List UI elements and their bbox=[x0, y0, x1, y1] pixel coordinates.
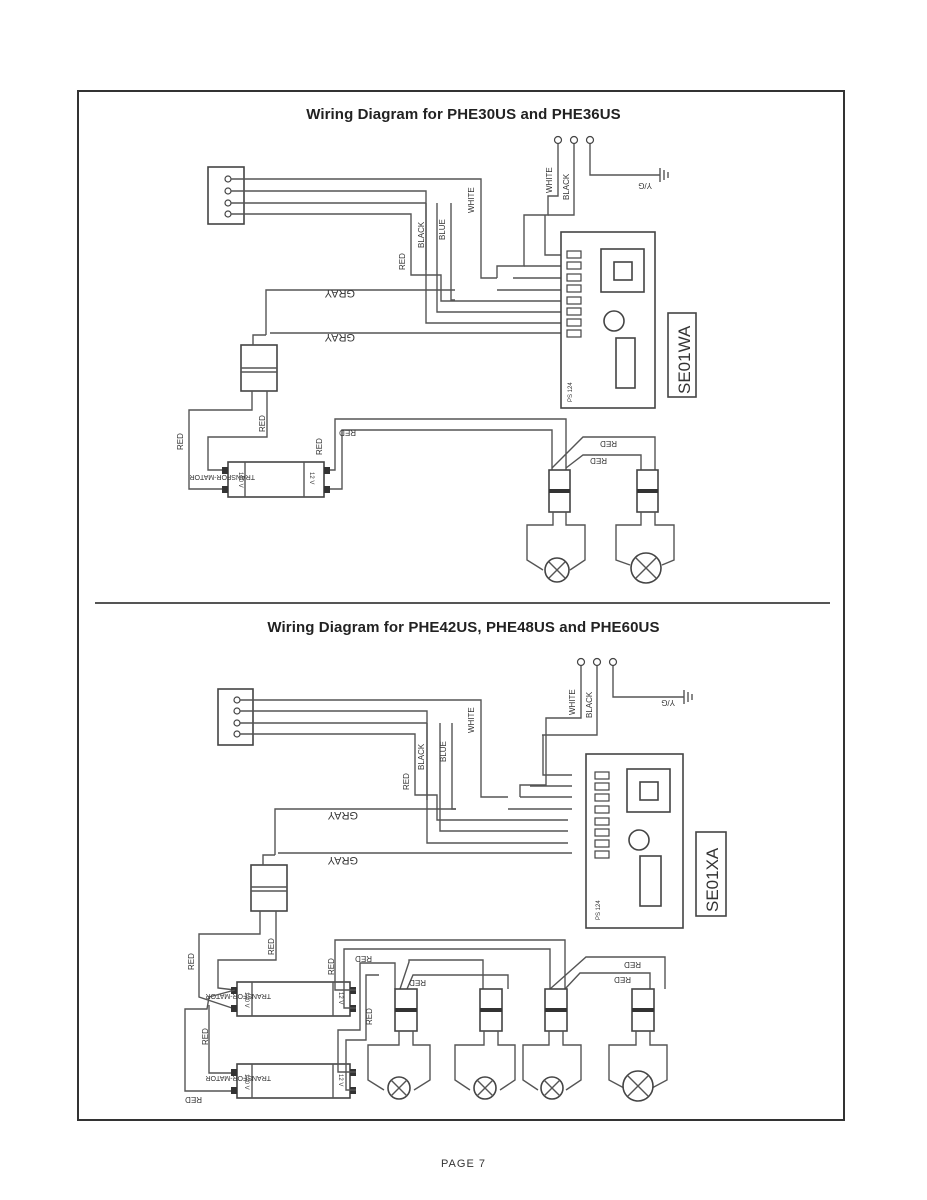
module-label-box: SE01XA bbox=[695, 831, 727, 917]
transformer-2: 120 V TRANSFOR-MATOR 12 V bbox=[206, 1063, 356, 1099]
wire-label-blue-mid: BLUE bbox=[439, 741, 448, 762]
power-terminals bbox=[508, 657, 693, 810]
red-wire-lamp-c bbox=[549, 956, 666, 990]
transformer-name: TRANSFOR-MATOR bbox=[206, 1074, 271, 1081]
wire-label-red-conn: RED bbox=[267, 938, 276, 955]
wire-label-red-out: RED bbox=[315, 438, 324, 455]
lamp-1 bbox=[367, 988, 431, 1100]
lamp-2 bbox=[615, 469, 675, 584]
diagram-2: WHITE BLACK Y/G WHITE BLACK BLUE RED GRA… bbox=[184, 657, 727, 1104]
wire-label-blue-mid: BLUE bbox=[438, 219, 447, 240]
wire-label-gray-1: GRAY bbox=[324, 287, 355, 299]
gray-wire-1 bbox=[265, 289, 455, 335]
board-label: PS 124 bbox=[596, 900, 602, 920]
red-wire-lamp-a bbox=[551, 436, 656, 470]
red-wire-bulb-feed bbox=[330, 429, 553, 490]
board-label: PS 124 bbox=[568, 382, 574, 402]
gray-connector bbox=[250, 854, 288, 912]
red-wire-lamp-b bbox=[565, 454, 642, 470]
wire-label-black-top: BLACK bbox=[585, 691, 594, 718]
transformer-output: 12 V bbox=[308, 472, 314, 484]
wire-label-ground: Y/G bbox=[638, 181, 652, 190]
red-wire-lower bbox=[208, 1005, 231, 1074]
red-wire-out-2 bbox=[343, 948, 551, 1009]
lamp-4 bbox=[608, 988, 668, 1102]
wire-label-red-lamp-a: RED bbox=[600, 439, 617, 448]
wire-label-gray-2: GRAY bbox=[327, 854, 358, 866]
wire-label-red-mid: RED bbox=[398, 253, 407, 270]
diagram-1: WHITE BLACK Y/G WHITE BLACK BLUE RED GRA… bbox=[176, 135, 697, 584]
wire-label-red-out-2: RED bbox=[365, 1008, 374, 1025]
switch-wires bbox=[231, 178, 563, 324]
section-divider bbox=[95, 602, 830, 604]
lamp-2 bbox=[454, 988, 516, 1100]
transformer-input: 120 V bbox=[243, 992, 249, 1008]
wire-label-red-left: RED bbox=[176, 433, 185, 450]
transformer-name: TRANSFOR-MATOR bbox=[190, 473, 255, 480]
gray-wire-1 bbox=[274, 808, 456, 855]
wire-label-white-top: WHITE bbox=[568, 689, 577, 715]
red-wire-conn bbox=[207, 391, 268, 471]
control-board-ps124: PS 124 bbox=[585, 753, 684, 929]
wire-label-white-mid: WHITE bbox=[467, 187, 476, 213]
light-switch-block bbox=[207, 166, 245, 225]
transformer-output: 12 V bbox=[337, 1074, 343, 1086]
wire-label-ground: Y/G bbox=[661, 698, 675, 707]
wire-label-red-lamp-c: RED bbox=[624, 960, 641, 969]
wire-label-red-lamp-a: RED bbox=[355, 954, 372, 963]
red-wire-left bbox=[188, 391, 253, 490]
wire-label-red-lower: RED bbox=[201, 1028, 210, 1045]
red-wire-bottom bbox=[184, 989, 236, 1092]
wire-label-gray-1: GRAY bbox=[327, 809, 358, 821]
red-wire-tr2-a bbox=[337, 962, 396, 1073]
red-wire-out bbox=[330, 418, 567, 471]
wire-label-red-bottom: RED bbox=[185, 1095, 202, 1104]
gray-connector bbox=[240, 334, 278, 392]
transformer-name: TRANSFOR-MATOR bbox=[206, 992, 271, 999]
wire-label-black-mid: BLACK bbox=[417, 743, 426, 770]
power-terminals bbox=[496, 135, 669, 291]
wire-label-red-feed: RED bbox=[339, 428, 356, 437]
red-wire-conn bbox=[217, 911, 277, 991]
wire-label-red-mid: RED bbox=[402, 773, 411, 790]
light-switch-block bbox=[217, 688, 254, 746]
red-wire-lamp-a bbox=[399, 959, 484, 990]
lamp-3 bbox=[522, 988, 582, 1100]
wire-label-red-lamp-d: RED bbox=[614, 975, 631, 984]
page-number: PAGE 7 bbox=[441, 1158, 486, 1170]
red-wire-tr2-b bbox=[345, 974, 379, 1091]
wire-label-white-top: WHITE bbox=[545, 167, 554, 193]
wire-label-black-mid: BLACK bbox=[417, 221, 426, 248]
red-wire-left bbox=[198, 911, 261, 1010]
diagram-title-2: Wiring Diagram for PHE42US, PHE48US and … bbox=[267, 619, 660, 636]
transformer-input: 120 V bbox=[243, 1074, 249, 1090]
lamp-1 bbox=[526, 469, 586, 583]
transformer-1: 120 V TRANSFOR-MATOR 12 V bbox=[206, 981, 356, 1017]
wire-label-gray-2: GRAY bbox=[324, 331, 355, 343]
module-label-box: SE01WA bbox=[667, 312, 697, 398]
transformer-1: 120 V TRANSFOR-MATOR 12 V bbox=[190, 461, 330, 498]
control-board-ps124: PS 124 bbox=[560, 231, 656, 409]
diagram-title-1: Wiring Diagram for PHE30US and PHE36US bbox=[306, 106, 621, 123]
red-wire-lamp-d bbox=[564, 972, 651, 990]
wire-label-white-mid: WHITE bbox=[467, 707, 476, 733]
page-frame bbox=[77, 90, 845, 1121]
transformer-input: 120 V bbox=[237, 472, 243, 488]
wire-label-red-left: RED bbox=[187, 953, 196, 970]
terminal-strip bbox=[566, 250, 582, 338]
red-wire-out bbox=[334, 939, 566, 991]
module-label: SE01WA bbox=[675, 325, 694, 394]
wire-label-red-lamp-b: RED bbox=[409, 978, 426, 987]
switch-wires bbox=[240, 699, 568, 844]
wire-label-red-conn: RED bbox=[258, 415, 267, 432]
module-label: SE01XA bbox=[703, 847, 722, 912]
wire-label-red-out: RED bbox=[327, 958, 336, 975]
wire-label-black-top: BLACK bbox=[562, 173, 571, 200]
terminal-strip bbox=[594, 771, 610, 859]
red-wire-lamp-b bbox=[406, 974, 509, 990]
transformer-output: 12 V bbox=[337, 992, 343, 1004]
wire-label-red-lamp-b: RED bbox=[590, 456, 607, 465]
